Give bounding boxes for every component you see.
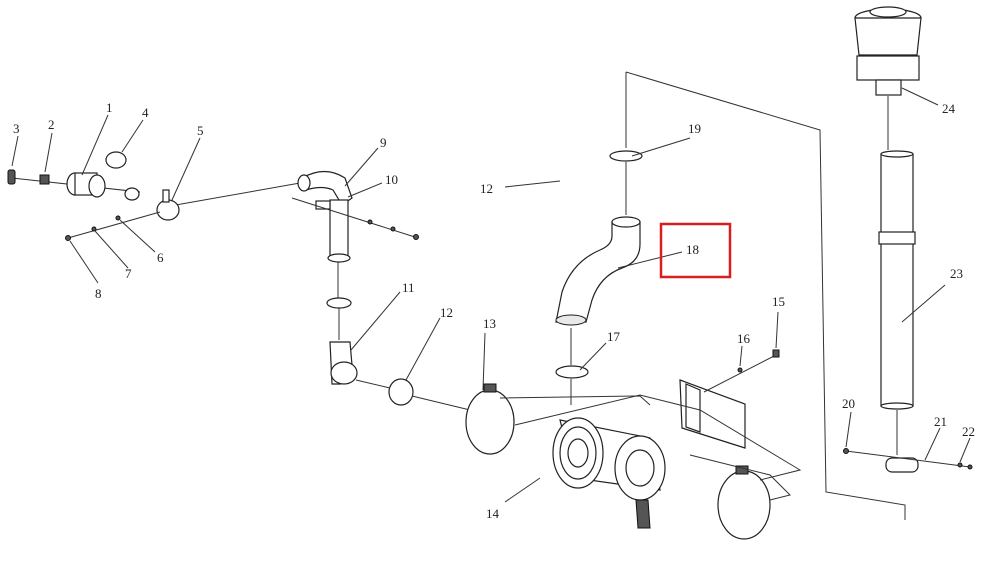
clamp-part [156,199,180,221]
callout-labels: 1 2 3 4 5 6 7 8 9 10 11 12 12 13 14 15 1… [13,100,975,521]
highlight-box [659,222,732,279]
callout-label: 10 [385,172,398,187]
bolt-part [7,169,16,185]
callout-label: 21 [934,414,947,429]
middle-hose-assembly [291,147,471,411]
callout-label: 14 [486,506,500,521]
pre-cleaner-stack [843,6,973,473]
callout-label: 3 [13,121,20,136]
callout-label: 7 [125,266,132,281]
callout-label: 24 [942,101,956,116]
hose-clamp-part [609,150,643,162]
elbow-pipe-part [555,221,641,323]
callout-label: 1 [106,100,113,115]
nut-part [39,174,50,185]
band-clamp-part [465,389,515,455]
callout-label: 8 [95,286,102,301]
callout-label: 6 [157,250,164,265]
callout-label: 16 [737,331,751,346]
ring-clamp-part [388,378,414,406]
callout-label: 12 [440,305,453,320]
air-filter-assembly [465,311,802,540]
callout-label: 9 [380,135,387,150]
left-hose-assembly [7,114,301,284]
lower-clamp-part [555,365,589,379]
callout-label: 19 [688,121,701,136]
callout-label: 17 [607,329,621,344]
pre-cleaner-part [854,17,922,56]
callout-label: 18 [686,242,699,257]
callout-label: 15 [772,294,785,309]
band-clamp-part [717,470,771,540]
callout-label: 4 [142,105,149,120]
callout-label: 20 [842,396,855,411]
callout-label: 23 [950,266,963,281]
callout-label: 12 [480,181,493,196]
clamp-part [105,151,127,169]
callout-label: 22 [962,424,975,439]
callout-label: 5 [197,123,204,138]
callout-label: 13 [483,316,496,331]
callout-label: 2 [48,117,55,132]
intake-pipe-assembly [555,71,906,520]
callout-label: 11 [402,280,415,295]
extension-tube-part [880,153,914,407]
